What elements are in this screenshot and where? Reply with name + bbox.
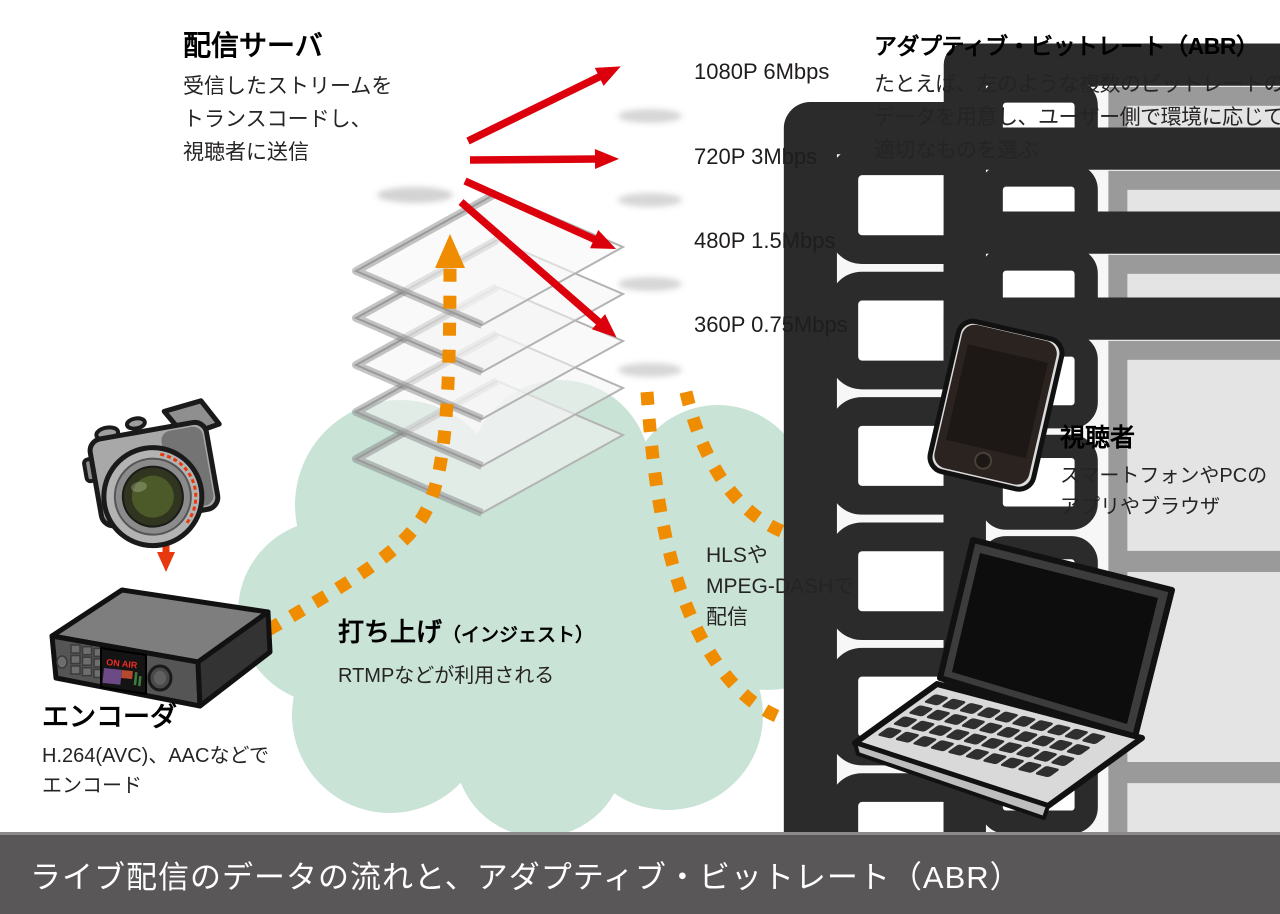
encoder-screen-text: ON AIR — [106, 657, 139, 670]
server-title: 配信サーバ — [183, 30, 323, 61]
laptop-keyboard — [878, 694, 1106, 777]
film-icons — [377, 62, 1280, 914]
abr-desc-line: データを用意し、ユーザー側で環境に応じて — [874, 106, 1280, 130]
red-arrow-720p — [469, 149, 619, 170]
encoder-screen: ON AIR — [100, 646, 147, 696]
rendition-label-360p: 360P 0.75Mbps — [694, 312, 848, 337]
abr-title: アダプティブ・ビットレート（ABR） — [874, 33, 1259, 59]
viewer-title: 視聴者 — [1060, 424, 1136, 452]
delivery-dotted-arrow-laptop — [640, 391, 821, 735]
server-desc-line: トランスコードし、 — [183, 108, 372, 132]
red-arrow-360p — [458, 199, 617, 338]
abr-desc-line: 適切なものを選ぶ — [874, 139, 1039, 163]
encoder-desc-line: エンコード — [42, 775, 142, 798]
ingest-title: 打ち上げ （インジェスト） — [338, 612, 594, 649]
rendition-label-480p: 480P 1.5Mbps — [694, 228, 836, 253]
rendition-label-1080p: 1080P 6Mbps — [694, 59, 830, 84]
abr-desc-line: たとえば、左のような複数のビットレートの — [874, 73, 1280, 97]
encoder-title: エンコーダ — [42, 702, 177, 732]
film-shadow — [377, 187, 453, 203]
server-label-block: 配信サーバ 受信したストリームを トランスコードし、 視聴者に送信 — [183, 30, 392, 169]
encoder-screen-graphic — [102, 668, 142, 687]
viewer-label-block: 視聴者 スマートフォンやPCの アプリやブラウザ — [1060, 424, 1267, 523]
ingest-title-main: 打ち上げ — [338, 617, 443, 647]
cloud-shape — [238, 380, 860, 837]
encoder-label-block: エンコーダ H.264(AVC)、AACなどで エンコード — [42, 702, 269, 801]
delivery-line: 配信 — [706, 606, 748, 629]
red-arrow-480p — [463, 177, 617, 250]
encoder-buttons — [56, 644, 104, 679]
encoder-desc-line: H.264(AVC)、AACなどで — [42, 745, 270, 768]
rendition-label-720p: 720P 3Mbps — [694, 144, 818, 169]
server-desc-line: 受信したストリームを — [183, 75, 393, 99]
phone-home-button — [974, 451, 993, 470]
viewer-desc-line: アプリやブラウザ — [1060, 495, 1220, 518]
ingest-desc: RTMPなどが利用される — [338, 665, 555, 687]
smartphone-icon — [927, 318, 1065, 492]
ingest-dotted-arrow — [264, 234, 465, 636]
film-shadow — [618, 193, 682, 207]
viewer-desc-line: スマートフォンやPCの — [1060, 464, 1268, 487]
abr-label-block: アダプティブ・ビットレート（ABR） たとえば、左のような複数のビットレートの … — [874, 33, 1280, 167]
server-desc-line: 視聴者に送信 — [183, 141, 309, 165]
red-arrow-1080p — [466, 66, 621, 145]
film-shadow — [618, 277, 682, 291]
camera-icon — [82, 398, 222, 549]
delivery-line: MPEG-DASHで — [706, 575, 855, 598]
transcode-arrows — [458, 66, 621, 338]
film-shadow — [618, 109, 682, 123]
ingest-label-block: 打ち上げ （インジェスト） RTMPなどが利用される — [338, 612, 594, 688]
ingest-title-suffix: （インジェスト） — [442, 625, 595, 646]
caption-bar: ライブ配信のデータの流れと、アダプティブ・ビットレート（ABR） — [0, 832, 1280, 914]
encoder-icon: ON AIR — [49, 587, 273, 709]
film-shadow — [618, 363, 682, 377]
delivery-line: HLSや — [706, 544, 768, 567]
caption-text: ライブ配信のデータの流れと、アダプティブ・ビットレート（ABR） — [30, 860, 1022, 895]
laptop-icon — [852, 537, 1175, 820]
delivery-label-block: HLSや MPEG-DASHで 配信 — [706, 540, 854, 633]
